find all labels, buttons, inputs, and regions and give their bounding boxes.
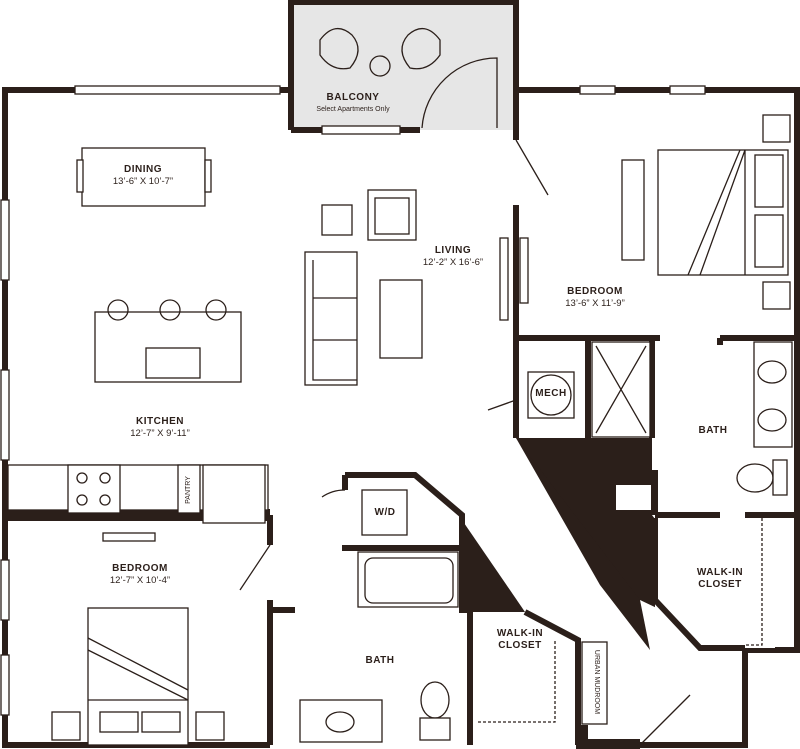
sofa-icon xyxy=(304,251,358,386)
stove-icon xyxy=(67,464,121,514)
room-name: DINING xyxy=(123,164,162,175)
table-icon xyxy=(369,55,391,77)
double-vanity xyxy=(753,341,793,448)
mudroom-label: URBAN MUDROOM xyxy=(593,649,600,715)
room-name: CLOSET xyxy=(698,579,742,590)
room-note: Select Apartments Only xyxy=(316,106,390,113)
vanity xyxy=(299,699,383,743)
wd-label: W/D xyxy=(374,507,396,518)
mech-unit xyxy=(527,371,575,419)
room-name: BEDROOM xyxy=(567,286,623,297)
toilet-icon xyxy=(736,463,774,493)
balcony-area xyxy=(291,2,516,130)
toilet-icon xyxy=(420,681,450,719)
washer-dryer-icon xyxy=(361,489,408,536)
room-name: BEDROOM xyxy=(112,563,168,574)
room-label-bath-1: BATH xyxy=(365,655,395,666)
room-name: CLOSET xyxy=(498,640,542,651)
fridge-icon xyxy=(202,464,266,524)
sink-icon xyxy=(145,347,201,379)
room-size: 13’-6” X 11’-9” xyxy=(565,298,625,309)
room-size: 13’-6” X 10’-7” xyxy=(112,176,174,187)
room-label-balcony: BALCONY Select Apartments Only xyxy=(316,92,389,116)
room-label-bath-2: BATH xyxy=(698,425,728,436)
pantry-label: PANTRY xyxy=(185,476,192,504)
balcony-wall xyxy=(288,0,519,130)
room-size: 12’-7” X 9’-11” xyxy=(130,428,190,439)
mech-label: MECH xyxy=(535,388,567,399)
chair-icon xyxy=(319,28,359,70)
dining-table xyxy=(81,147,206,207)
chair-icon xyxy=(401,28,441,70)
room-name: WALK-IN xyxy=(496,628,544,639)
sink-icon xyxy=(325,711,355,733)
room-size: 12’-2” X 16’-6” xyxy=(422,257,484,268)
room-name: WALK-IN xyxy=(696,567,744,578)
room-name: KITCHEN xyxy=(136,416,184,427)
room-size: 12’-7” X 10’-4” xyxy=(109,575,171,586)
room-name: BALCONY xyxy=(326,92,380,103)
room-name: LIVING xyxy=(434,245,472,256)
